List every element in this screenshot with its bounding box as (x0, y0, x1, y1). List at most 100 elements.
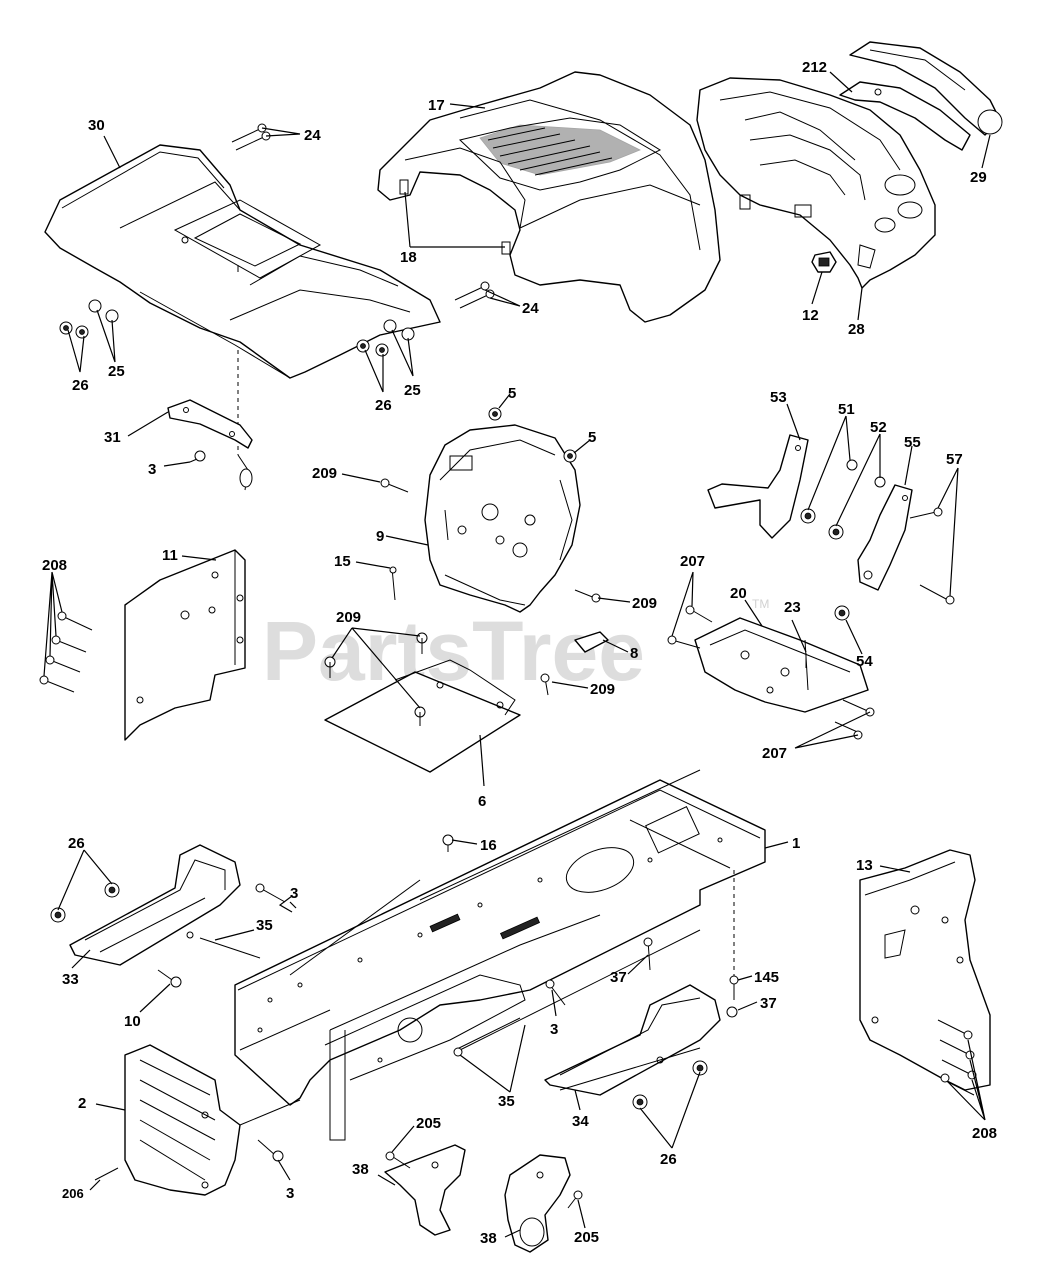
part-57-bolts[interactable] (909, 507, 955, 605)
part-35-rod-right[interactable] (453, 1017, 521, 1057)
callout-37-right: 37 (760, 995, 777, 1012)
part-3-bolt-lower[interactable] (257, 1139, 284, 1162)
part-26-nuts-rear[interactable] (50, 882, 120, 923)
callout-18: 18 (400, 249, 417, 266)
callout-2: 2 (78, 1095, 86, 1112)
callout-16: 16 (480, 837, 497, 854)
callout-20: 20 (730, 585, 747, 602)
callout-38-right: 38 (480, 1230, 497, 1247)
part-8-clip[interactable] (574, 631, 609, 653)
callout-9: 9 (376, 528, 384, 545)
callout-35-right: 35 (498, 1093, 515, 1110)
callout-34: 34 (572, 1113, 589, 1130)
part-20-pivot-bracket[interactable] (694, 617, 869, 713)
callout-35-left: 35 (256, 917, 273, 934)
part-17-hood[interactable] (377, 71, 721, 323)
part-1-main-frame[interactable] (234, 769, 766, 1141)
callout-25-mid: 25 (404, 382, 421, 399)
part-209-screws-plate[interactable] (324, 632, 428, 726)
part-38-bracket-left[interactable] (384, 1144, 466, 1236)
part-34-front-bar[interactable] (544, 984, 721, 1096)
callout-206: 206 (62, 1186, 84, 1201)
part-16-screw[interactable] (442, 834, 454, 852)
part-3-bolt-center[interactable] (545, 979, 566, 1006)
callout-25-left: 25 (108, 363, 125, 380)
part-209-screw-right[interactable] (574, 589, 601, 603)
callout-13: 13 (856, 857, 873, 874)
callout-5-right: 5 (588, 429, 596, 446)
callout-6: 6 (478, 793, 486, 810)
callout-24: 24 (304, 127, 321, 144)
part-55-steering-arm[interactable] (857, 484, 913, 591)
part-51-52-hardware[interactable] (800, 459, 886, 540)
part-29-top-trim[interactable] (849, 41, 1003, 136)
part-24-bolts-mid[interactable] (454, 281, 495, 309)
callout-37-center: 37 (610, 969, 627, 986)
part-9-dash-panel[interactable] (424, 424, 581, 613)
part-6-floor-plate[interactable] (324, 659, 521, 773)
callout-209-plate: 209 (336, 609, 361, 626)
callout-24-mid: 24 (522, 300, 539, 317)
part-25-26-hardware-mid[interactable] (356, 319, 415, 357)
callout-53: 53 (770, 389, 787, 406)
part-25-26-hardware-left[interactable] (59, 299, 119, 339)
part-37-bolt-right[interactable] (726, 1006, 738, 1018)
callout-207-lower: 207 (762, 745, 787, 762)
callout-33: 33 (62, 971, 79, 988)
callout-15: 15 (334, 553, 351, 570)
callout-26-rear: 26 (68, 835, 85, 852)
callout-10: 10 (124, 1013, 141, 1030)
callout-1: 1 (792, 835, 800, 852)
part-3-bolt-rear[interactable] (255, 883, 286, 903)
part-28-front-grille[interactable] (696, 77, 936, 289)
callout-28: 28 (848, 321, 865, 338)
callout-51: 51 (838, 401, 855, 418)
callout-3-upper: 3 (148, 461, 156, 478)
part-145-bolt[interactable] (729, 975, 739, 1000)
callout-209-lower: 209 (590, 681, 615, 698)
callout-17: 17 (428, 97, 445, 114)
callout-labels: 30 24 17 212 29 18 12 28 24 26 25 26 25 … (42, 59, 997, 1247)
watermark-trademark: TM (752, 597, 769, 611)
callout-8: 8 (630, 645, 638, 662)
callout-26-mid: 26 (375, 397, 392, 414)
part-205-bolt-left[interactable] (385, 1151, 411, 1169)
part-12-clip[interactable] (811, 251, 837, 273)
callout-3-lower: 3 (286, 1185, 294, 1202)
part-26-nuts-front[interactable] (632, 1060, 708, 1110)
part-11-side-panel-left[interactable] (124, 549, 246, 741)
part-38-bracket-right[interactable] (504, 1154, 571, 1253)
callout-57: 57 (946, 451, 963, 468)
part-208-bolts-left[interactable] (39, 611, 93, 693)
part-15-pin[interactable] (389, 566, 397, 601)
part-5-nut-upper[interactable] (488, 407, 502, 421)
part-33-rear-bar[interactable] (69, 844, 241, 966)
part-37-bolt-center[interactable] (643, 937, 653, 971)
callout-145: 145 (754, 969, 779, 986)
leader-lines (43, 71, 991, 1238)
callout-30: 30 (88, 117, 105, 134)
watermark-text: PartsTree (262, 604, 645, 698)
part-209-screw-upper[interactable] (380, 478, 409, 493)
part-3-bolt-upper[interactable] (189, 450, 206, 463)
part-53-steering-arm[interactable] (707, 434, 809, 539)
part-35-rod-left[interactable] (199, 937, 261, 959)
part-2-rear-plate[interactable] (124, 1044, 301, 1196)
callout-29: 29 (970, 169, 987, 186)
callout-212: 212 (802, 59, 827, 76)
part-205-bolt-right[interactable] (567, 1190, 583, 1209)
callout-31: 31 (104, 429, 121, 446)
part-5-nut-right[interactable] (563, 449, 577, 463)
part-31-bracket[interactable] (167, 399, 253, 491)
part-212-bumper[interactable] (839, 81, 971, 151)
part-209-screw-lower[interactable] (540, 673, 550, 696)
callout-209-upper: 209 (312, 465, 337, 482)
part-54-nut[interactable] (834, 605, 850, 621)
callout-52: 52 (870, 419, 887, 436)
callout-209-right: 209 (632, 595, 657, 612)
part-206-bolt[interactable] (94, 1167, 119, 1181)
callout-205-right: 205 (574, 1229, 599, 1246)
callout-207-upper: 207 (680, 553, 705, 570)
part-10-bolt[interactable] (157, 969, 182, 988)
